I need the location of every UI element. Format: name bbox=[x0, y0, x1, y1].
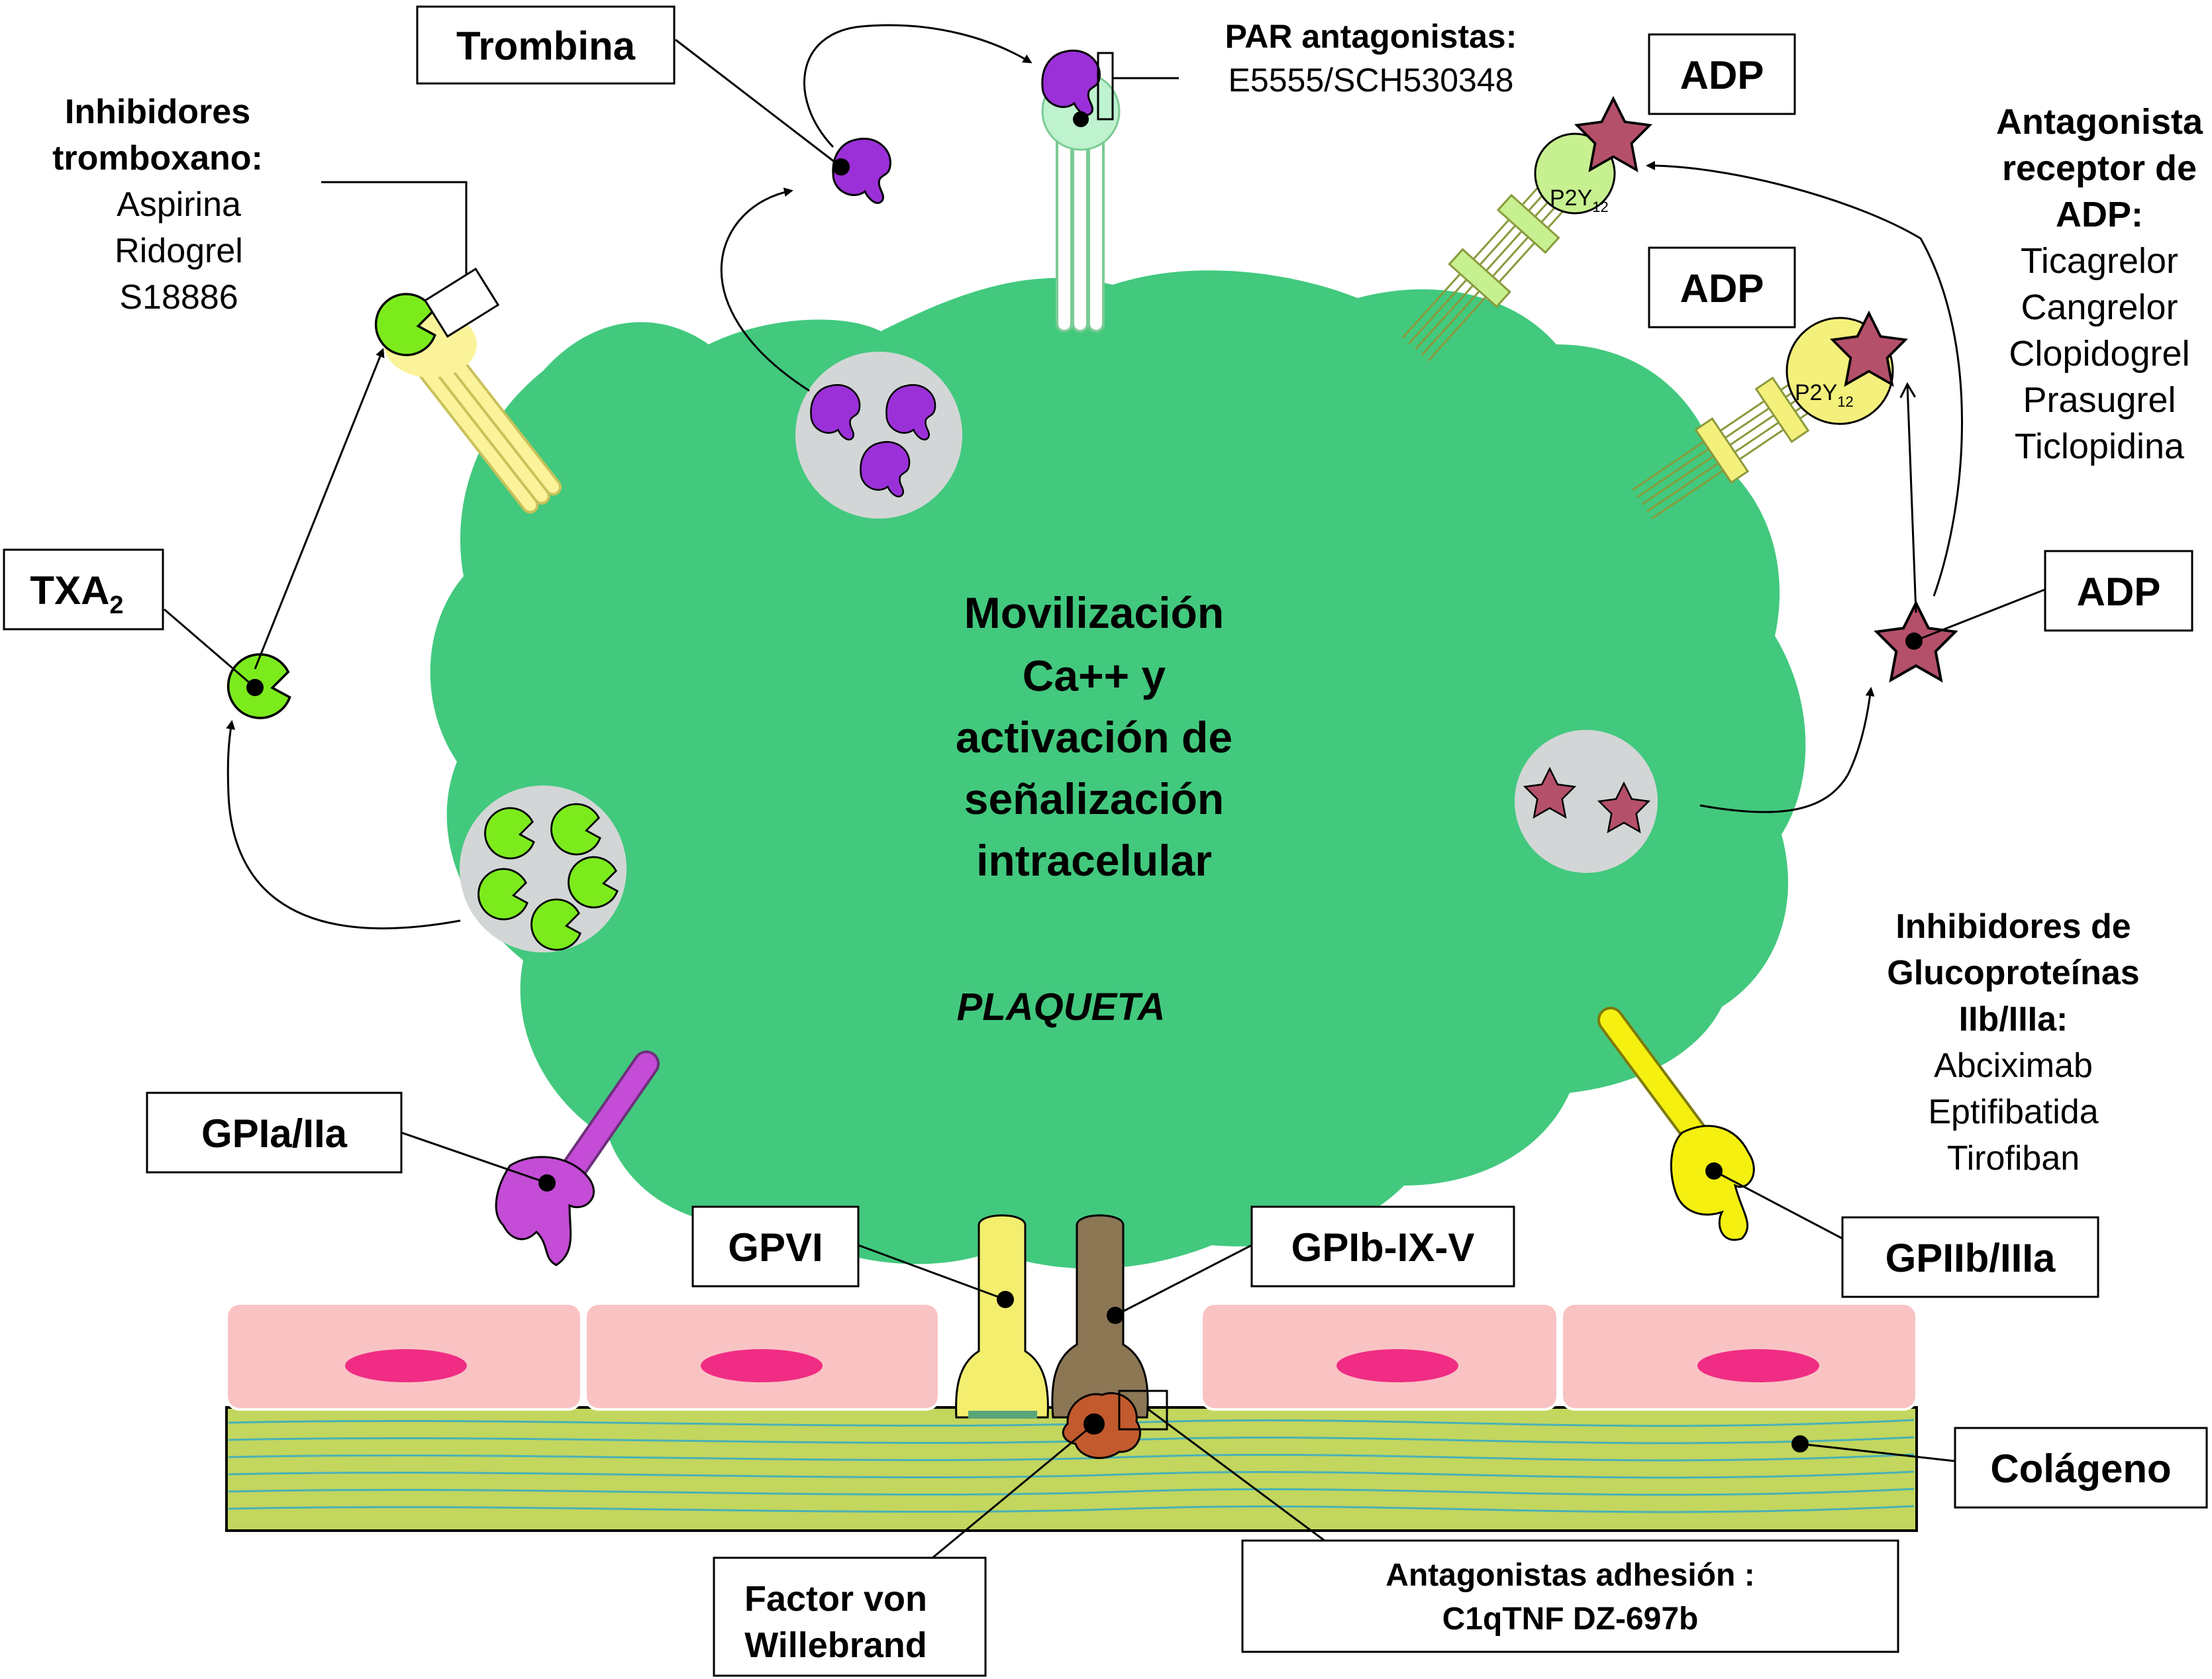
svg-text:Antagonista: Antagonista bbox=[1996, 102, 2203, 142]
label-adp-right: ADP bbox=[2044, 550, 2193, 632]
center-line: Movilización bbox=[964, 588, 1224, 637]
svg-text:tromboxano:: tromboxano: bbox=[52, 139, 263, 178]
endothelial-cell bbox=[225, 1302, 583, 1411]
gpiib-receptor bbox=[1597, 1007, 1755, 1241]
svg-text:C1qTNF DZ-697b: C1qTNF DZ-697b bbox=[1442, 1602, 1699, 1637]
label-txa2: TXA2 bbox=[3, 548, 164, 631]
label-gpvi: GPVI bbox=[691, 1205, 860, 1288]
endothelial-cell bbox=[1200, 1302, 1559, 1411]
svg-text:Ridogrel: Ridogrel bbox=[115, 232, 243, 270]
svg-text:GPIb-IX-V: GPIb-IX-V bbox=[1291, 1225, 1475, 1270]
collagen-fibers bbox=[228, 1419, 1915, 1513]
svg-text:Ticlopidina: Ticlopidina bbox=[2015, 427, 2185, 466]
svg-text:Ticagrelor: Ticagrelor bbox=[2021, 241, 2178, 281]
label-trombina: Trombina bbox=[416, 5, 676, 85]
svg-text:S18886: S18886 bbox=[119, 278, 238, 317]
svg-text:ADP:: ADP: bbox=[2056, 195, 2143, 234]
center-line: activación de bbox=[956, 713, 1232, 762]
free-thrombin bbox=[832, 137, 891, 204]
annotation-thromboxane: Inhibidores tromboxano: Aspirina Ridogre… bbox=[52, 93, 263, 317]
platelet-body bbox=[430, 270, 1806, 1269]
label-von-willebrand: Factor von Willebrand bbox=[713, 1556, 987, 1677]
svg-text:Cangrelor: Cangrelor bbox=[2021, 287, 2178, 327]
svg-text:Colágeno: Colágeno bbox=[1990, 1447, 2171, 1491]
collagen-fiber bbox=[228, 1470, 1915, 1479]
label-colageno: Colágeno bbox=[1954, 1427, 2208, 1509]
svg-text:Eptifibatida: Eptifibatida bbox=[1928, 1093, 2098, 1131]
free-txa2 bbox=[226, 653, 291, 719]
collagen-fiber bbox=[228, 1505, 1915, 1513]
svg-text:IIb/IIIa:: IIb/IIIa: bbox=[1959, 1000, 2068, 1039]
svg-text:Abciximab: Abciximab bbox=[1934, 1046, 2093, 1085]
free-adp bbox=[1877, 603, 1956, 680]
collagen-dot bbox=[1791, 1435, 1809, 1452]
gpia-receptor bbox=[495, 1050, 660, 1266]
adp-granule bbox=[1515, 730, 1658, 873]
p2y12-receptor-bottom: P2Y12 bbox=[1632, 312, 1907, 520]
annotation-par: PAR antagonistas: E5555/SCH530348 bbox=[1225, 18, 1517, 99]
center-line: Ca++ y bbox=[1023, 651, 1166, 700]
svg-text:receptor de: receptor de bbox=[2002, 148, 2197, 188]
annotation-gp-inhibitors: Inhibidores de Glucoproteínas IIb/IIIa: … bbox=[1887, 907, 2139, 1178]
collagen-fiber bbox=[228, 1453, 1915, 1462]
label-gpia: GPIa/IIa bbox=[146, 1092, 403, 1174]
svg-text:Willebrand: Willebrand bbox=[744, 1625, 927, 1665]
endothelial-cell bbox=[1560, 1302, 1918, 1411]
svg-text:Glucoproteínas: Glucoproteínas bbox=[1887, 954, 2139, 992]
gpvi-receptor bbox=[955, 1214, 1049, 1419]
center-line: intracelular bbox=[976, 836, 1212, 885]
txa2-granule bbox=[460, 786, 627, 952]
p2y12-label: P2Y12 bbox=[1550, 185, 1609, 215]
center-caption: Movilización Ca++ y activación de señali… bbox=[956, 588, 1232, 885]
thrombin-granule bbox=[795, 352, 962, 519]
par-receptor bbox=[1041, 49, 1121, 332]
label-adp-mid: ADP bbox=[1648, 246, 1796, 329]
svg-text:PAR antagonistas:: PAR antagonistas: bbox=[1225, 18, 1517, 55]
connectors bbox=[164, 24, 2046, 1559]
svg-text:Inhibidores de: Inhibidores de bbox=[1895, 907, 2131, 946]
label-gpiib: GPIIb/IIIa bbox=[1841, 1216, 2099, 1298]
p2y12-label: P2Y12 bbox=[1795, 380, 1854, 410]
svg-text:Clopidogrel: Clopidogrel bbox=[2009, 334, 2189, 374]
svg-text:Factor von: Factor von bbox=[744, 1579, 927, 1619]
svg-text:TXA2: TXA2 bbox=[30, 568, 123, 619]
svg-text:Trombina: Trombina bbox=[456, 24, 636, 68]
svg-text:GPVI: GPVI bbox=[728, 1225, 823, 1270]
collagen-fiber bbox=[228, 1488, 1915, 1496]
svg-text:ADP: ADP bbox=[2077, 570, 2161, 614]
svg-text:Inhibidores: Inhibidores bbox=[65, 93, 250, 131]
svg-text:GPIIb/IIIa: GPIIb/IIIa bbox=[1885, 1236, 2056, 1280]
p2y12-receptor-top: P2Y12 bbox=[1401, 97, 1651, 362]
svg-text:GPIa/IIa: GPIa/IIa bbox=[201, 1111, 348, 1156]
svg-text:Aspirina: Aspirina bbox=[117, 185, 241, 224]
center-line: señalización bbox=[964, 774, 1225, 823]
endothelial-cell bbox=[584, 1302, 940, 1411]
label-adp-top: ADP bbox=[1648, 33, 1796, 115]
annotation-adp-antagonists: Antagonista receptor de ADP: Ticagrelor … bbox=[1996, 102, 2203, 466]
svg-text:Prasugrel: Prasugrel bbox=[2023, 380, 2176, 420]
label-adhesion-antagonists: Antagonistas adhesión : C1qTNF DZ-697b bbox=[1241, 1539, 1899, 1653]
label-gpib: GPIb-IX-V bbox=[1250, 1205, 1515, 1288]
svg-text:E5555/SCH530348: E5555/SCH530348 bbox=[1229, 62, 1514, 99]
svg-text:ADP: ADP bbox=[1680, 53, 1764, 97]
platelet-label: PLAQUETA bbox=[957, 986, 1166, 1029]
svg-text:Antagonistas adhesión :: Antagonistas adhesión : bbox=[1385, 1558, 1754, 1593]
svg-text:ADP: ADP bbox=[1680, 266, 1764, 311]
svg-text:Tirofiban: Tirofiban bbox=[1947, 1139, 2080, 1178]
